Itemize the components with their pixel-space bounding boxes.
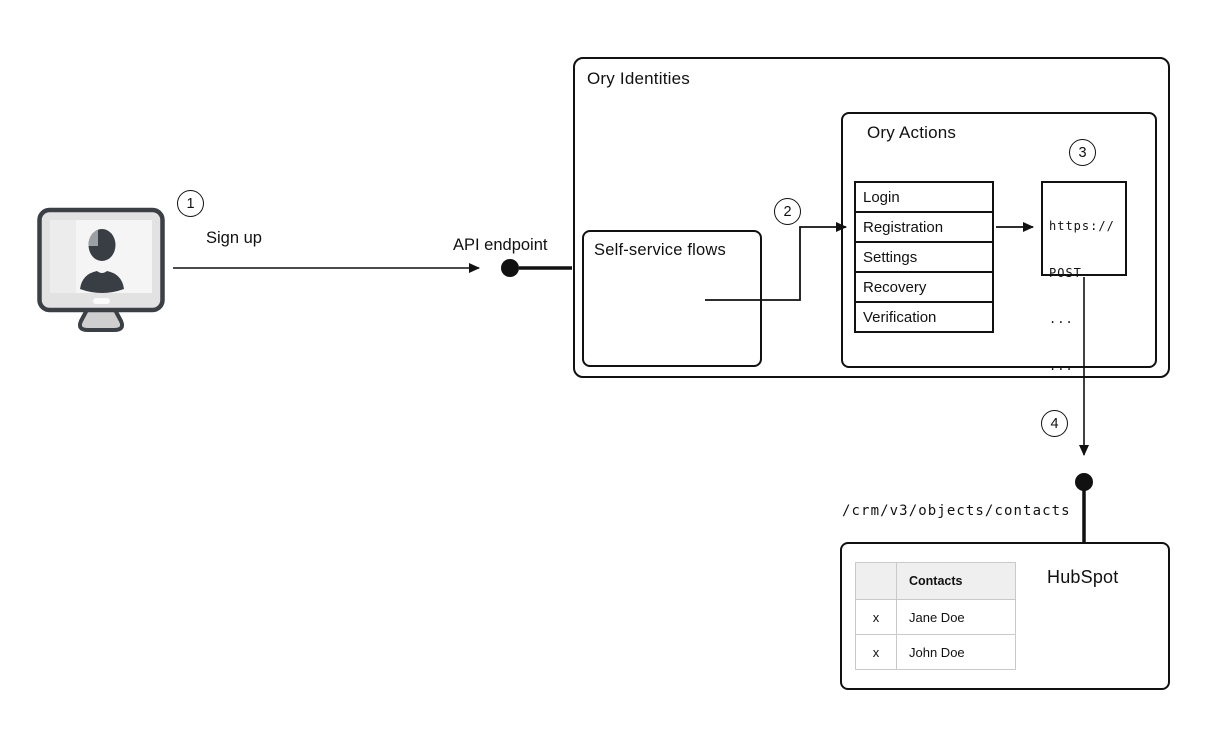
api-endpoint-label: API endpoint [453, 236, 548, 254]
contact-name-cell: Jane Doe [896, 599, 1016, 635]
sign-up-label: Sign up [206, 229, 262, 247]
contacts-table: Contacts x Jane Doe x John Doe [855, 562, 1016, 670]
table-row: x John Doe [855, 634, 1016, 670]
menu-item-verification: Verification [863, 308, 937, 326]
contact-check-cell: x [855, 599, 897, 635]
self-service-flows-title: Self-service flows [594, 241, 726, 259]
menu-item-settings: Settings [856, 243, 992, 273]
ory-identities-box [573, 57, 1170, 378]
user-computer-icon [37, 207, 165, 332]
ory-actions-title: Ory Actions [867, 123, 957, 142]
person-silhouette-icon [80, 229, 124, 293]
table-row: x Jane Doe [855, 599, 1016, 635]
menu-item-registration: Registration [856, 213, 992, 243]
webhook-line-dots1: ... [1049, 312, 1074, 326]
ory-identities-title: Ory Identities [587, 69, 690, 88]
contact-name-cell: John Doe [896, 634, 1016, 670]
flows-menu: Login Registration Settings Recovery Ver… [854, 181, 994, 333]
contacts-table-header-row: Contacts [855, 562, 1016, 600]
webhook-line-url: https:// [1049, 219, 1115, 233]
hubspot-box [840, 542, 1170, 690]
step-badge-4: 4 [1041, 410, 1068, 437]
webhook-line-dots2: ... [1049, 358, 1074, 373]
contact-check-cell: x [855, 634, 897, 670]
contacts-table-header-cell: Contacts [896, 562, 1016, 600]
webhook-line-method: POST [1049, 265, 1082, 280]
webhook-request-box: https:// POST ... ... [1041, 181, 1127, 373]
crm-path-label: /crm/v3/objects/contacts [842, 503, 1071, 519]
step-badge-2: 2 [774, 198, 801, 225]
step-badge-3: 3 [1069, 139, 1096, 166]
menu-item-login: Login [856, 183, 992, 213]
step-badge-1: 1 [177, 190, 204, 217]
contacts-table-corner-cell [855, 562, 897, 600]
hubspot-title: HubSpot [1047, 567, 1119, 587]
hubspot-endpoint-dot [1075, 473, 1093, 491]
menu-item-recovery: Recovery [856, 273, 992, 303]
api-endpoint-dot [501, 259, 519, 277]
